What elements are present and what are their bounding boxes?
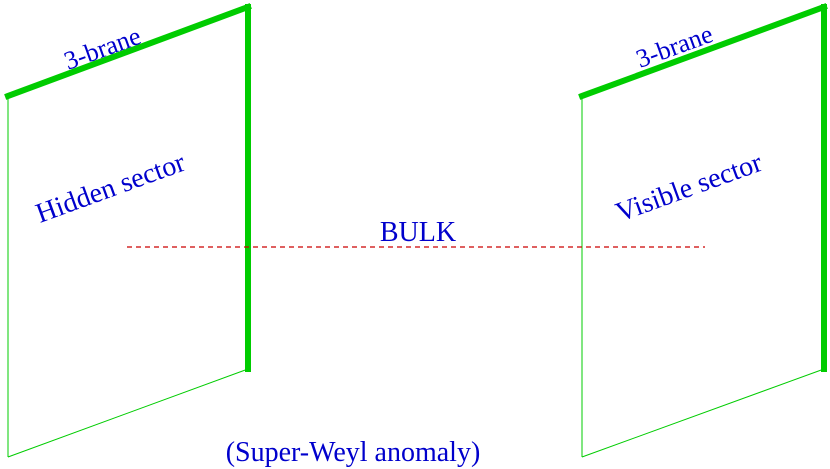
hidden-sector-label: Hidden sector [32,147,190,230]
right-brane-top-edge [578,3,828,100]
left-brane [4,3,252,458]
right-brane-label: 3-brane [632,19,717,73]
right-brane [578,3,828,458]
visible-sector-label: Visible sector [612,147,767,229]
left-brane-bottom-edge [7,368,249,458]
caption-label: (Super-Weyl anomaly) [226,437,481,468]
right-brane-bottom-edge [581,368,825,458]
left-brane-top-edge [4,3,252,100]
bulk-label: BULK [380,217,456,248]
left-brane-label: 3-brane [60,21,145,75]
